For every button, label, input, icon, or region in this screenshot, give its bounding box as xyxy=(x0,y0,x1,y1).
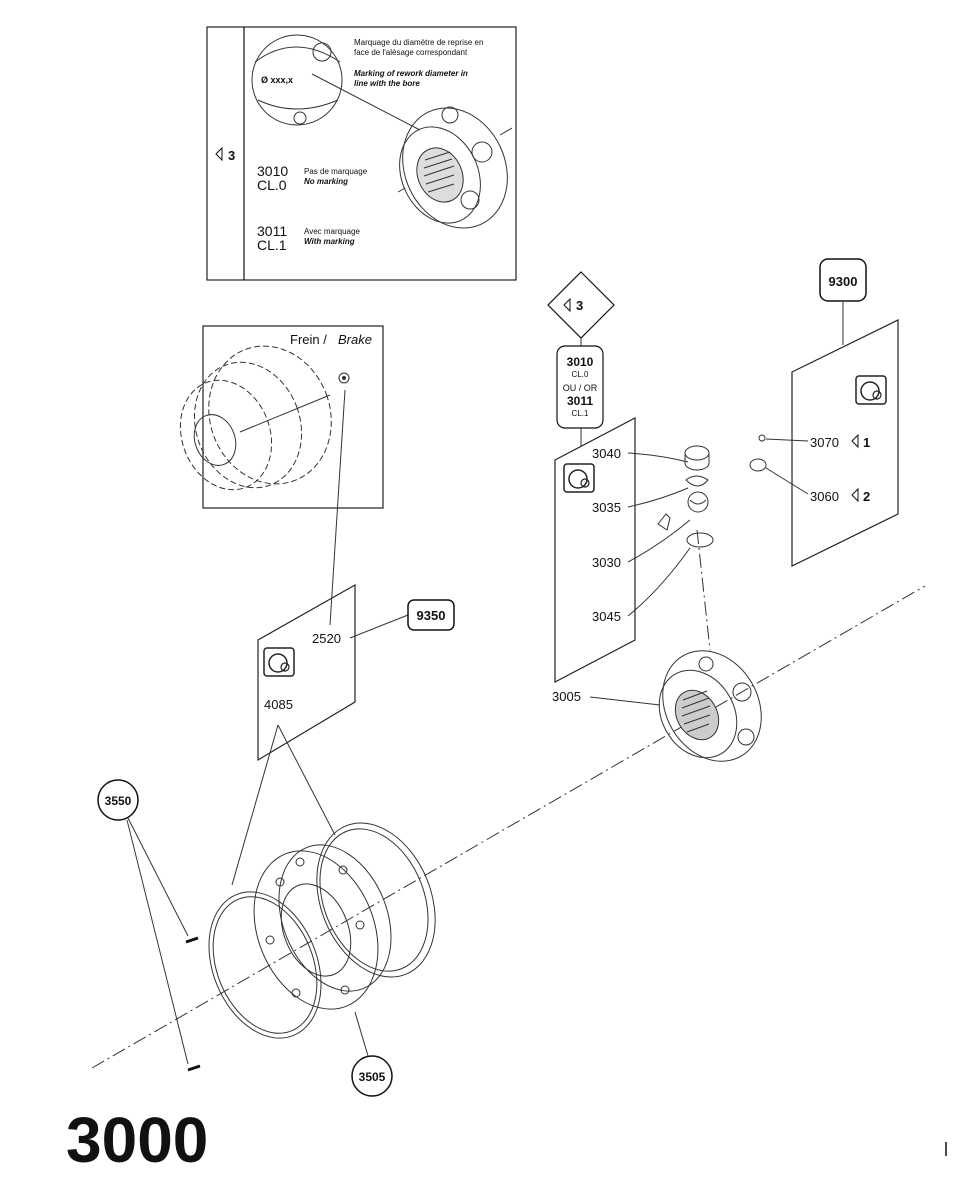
figure-number: 3000 xyxy=(66,1104,208,1176)
variant-3011-en: With marking xyxy=(304,237,355,246)
diamond-ref-label: 3 xyxy=(576,298,583,313)
inset-frame xyxy=(206,26,517,281)
part-3070-shape xyxy=(758,434,766,442)
kit-9350-group: 2520 4085 9350 xyxy=(231,389,455,886)
callout-3550-label: 3550 xyxy=(105,794,132,808)
part-4085-label: 4085 xyxy=(264,697,293,712)
brake-disc-illustration xyxy=(179,345,350,491)
small-parts-illustration xyxy=(657,445,714,548)
part-3035-label: 3035 xyxy=(592,500,621,515)
variant-3011-cl: CL.1 xyxy=(257,237,287,253)
brake-title-fr: Frein / xyxy=(290,332,327,347)
part-3005-label: 3005 xyxy=(552,689,581,704)
part-3060-label: 3060 xyxy=(810,489,839,504)
kit-3011-ref: 3011 xyxy=(567,394,593,408)
part-2520-label: 2520 xyxy=(312,631,341,646)
callout-3550: 3550 xyxy=(97,779,189,1065)
note-fr-line1: Marquage du diamètre de reprise en xyxy=(354,38,483,47)
note-en-line2: line with the bore xyxy=(354,79,420,88)
inset-rework-marking: 3 Ø xxx,x Marquage du diamètre de repris… xyxy=(206,26,517,281)
callout-3505: 3505 xyxy=(351,1011,393,1097)
variant-3011-code: 3011 xyxy=(257,223,287,239)
kit-3011-cl: CL.1 xyxy=(572,409,589,418)
cartridge-axis xyxy=(696,529,711,651)
kit-icon xyxy=(563,463,595,493)
housing-illustration xyxy=(185,822,436,1072)
inset-variant-ref: 3 xyxy=(228,148,235,163)
part-3070-label: 3070 xyxy=(810,435,839,450)
magnifier-lens-illustration: Ø xxx,x xyxy=(251,34,421,131)
brake-title-en: Brake xyxy=(338,332,372,347)
diamond-arrow-icon xyxy=(215,146,223,162)
part-3040-label: 3040 xyxy=(592,446,621,461)
callout-3505-label: 3505 xyxy=(359,1070,386,1084)
kit-3010-box xyxy=(556,345,604,429)
kit-9350-sheet xyxy=(257,583,356,762)
kit-9300-sheet xyxy=(791,319,899,567)
variant-3011-fr: Avec marquage xyxy=(304,227,360,236)
kit-3010-group: 3 3010 CL.0 OU / OR 3011 CL.1 3040 3035 … xyxy=(547,271,762,762)
kit-9300-group: 9300 3070 1 3060 2 xyxy=(749,258,899,567)
note-fr-line2: face de l'alésage correspondant xyxy=(354,48,468,57)
variant-3010-fr: Pas de marquage xyxy=(304,167,368,176)
lens-diameter-label: Ø xxx,x xyxy=(261,75,293,85)
kit-9350-label: 9350 xyxy=(417,608,446,623)
part-3030-label: 3030 xyxy=(592,555,621,570)
kit-icon xyxy=(855,375,887,405)
part-3045-label: 3045 xyxy=(592,609,621,624)
note-3070-ref: 1 xyxy=(863,435,870,450)
kit-9350-box xyxy=(407,599,455,631)
assembly-axis xyxy=(91,585,926,1069)
kit-or-label: OU / OR xyxy=(563,383,598,393)
kit-9300-label: 9300 xyxy=(829,274,858,289)
diamond-arrow-icon xyxy=(563,297,571,313)
bearing-ring-illustration xyxy=(397,106,513,229)
kit-3010-cl: CL.0 xyxy=(572,370,589,379)
variant-3010-cl: CL.0 xyxy=(257,177,287,193)
note-3060-ref: 2 xyxy=(863,489,870,504)
kit-3010-ref: 3010 xyxy=(567,355,594,369)
note-arrow-icon xyxy=(851,433,859,449)
note-arrow-icon xyxy=(851,487,859,503)
variant-3010-en: No marking xyxy=(304,177,348,186)
variant-3010-code: 3010 xyxy=(257,163,288,179)
note-en-line1: Marking of rework diameter in xyxy=(354,69,468,78)
cartridge-3005-illustration xyxy=(658,650,762,762)
part-3060-shape xyxy=(749,458,767,472)
inset-brake: Frein / Brake xyxy=(179,325,384,509)
kit-icon xyxy=(263,647,295,677)
